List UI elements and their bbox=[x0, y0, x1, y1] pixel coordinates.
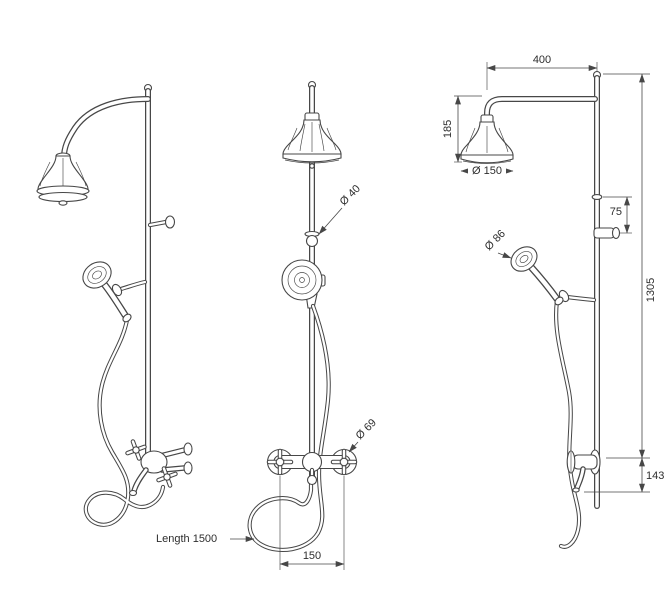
shower-hose bbox=[554, 298, 582, 549]
cross-handle-icon bbox=[330, 448, 358, 476]
dim-valve-diameter: Ø 69 bbox=[348, 417, 379, 453]
dim-mixer-offset: 143 bbox=[584, 457, 664, 493]
hand-shower-holder bbox=[558, 289, 597, 303]
dim-label-handshower-diameter: Ø 86 bbox=[483, 228, 508, 253]
hand-shower bbox=[510, 246, 564, 306]
shower-hose bbox=[83, 317, 166, 527]
dim-diverter-diameter: Ø 40 bbox=[318, 183, 363, 235]
dim-head-drop: 185 bbox=[442, 95, 482, 163]
shower-head bbox=[36, 152, 90, 206]
dim-label-column-height: 1305 bbox=[645, 278, 657, 302]
slide-collar bbox=[591, 194, 603, 200]
dim-label-hose-length: Length 1500 bbox=[156, 533, 217, 545]
dim-label-head-diameter: Ø 150 bbox=[472, 165, 502, 177]
hand-shower bbox=[82, 261, 132, 323]
dim-label-diverter-diameter: Ø 40 bbox=[338, 183, 363, 208]
cross-handle-icon bbox=[125, 439, 147, 461]
shower-hose bbox=[247, 303, 331, 552]
shower-arm bbox=[61, 96, 151, 160]
dim-arm-reach: 400 bbox=[486, 54, 598, 90]
mixer-valve bbox=[125, 439, 193, 497]
mixer-valve bbox=[566, 449, 601, 493]
dim-hose-length: Length 1500 bbox=[156, 533, 255, 545]
shower-column-pipe bbox=[592, 70, 602, 509]
side-view: 400 185 Ø 150 75 Ø 86 1305 bbox=[442, 54, 664, 549]
dim-label-mask bbox=[468, 164, 506, 176]
dim-column-height: 1305 bbox=[603, 73, 657, 459]
dim-label-valve-spacing: 150 bbox=[303, 550, 321, 562]
dim-head-diameter: Ø 150 bbox=[460, 164, 514, 177]
cross-handle-icon bbox=[266, 448, 294, 476]
shower-arm bbox=[484, 96, 598, 127]
wall-bracket bbox=[147, 215, 176, 229]
dim-label-valve-diameter: Ø 69 bbox=[354, 417, 379, 442]
hand-shower bbox=[281, 259, 323, 301]
dim-label-head-drop: 185 bbox=[442, 120, 454, 138]
mixer-valve bbox=[266, 448, 358, 486]
dim-label-mixer-offset: 143 bbox=[646, 470, 664, 482]
cross-handle-icon bbox=[156, 466, 178, 488]
dim-label-bracket-offset: 75 bbox=[610, 206, 622, 218]
perspective-view bbox=[36, 83, 193, 527]
dim-label-arm-reach: 400 bbox=[533, 54, 551, 66]
shower-head bbox=[282, 112, 342, 169]
dim-bracket-offset: 75 bbox=[603, 196, 632, 234]
hand-shower-bracket bbox=[593, 226, 621, 240]
diverter bbox=[304, 230, 320, 248]
dim-handshower-diameter: Ø 86 bbox=[483, 228, 512, 259]
shower-column-pipe bbox=[143, 83, 153, 458]
front-view: Ø 40 Ø 69 Length 1500 150 bbox=[156, 80, 379, 570]
shower-head bbox=[460, 114, 514, 170]
dim-valve-spacing: 150 bbox=[279, 476, 345, 570]
